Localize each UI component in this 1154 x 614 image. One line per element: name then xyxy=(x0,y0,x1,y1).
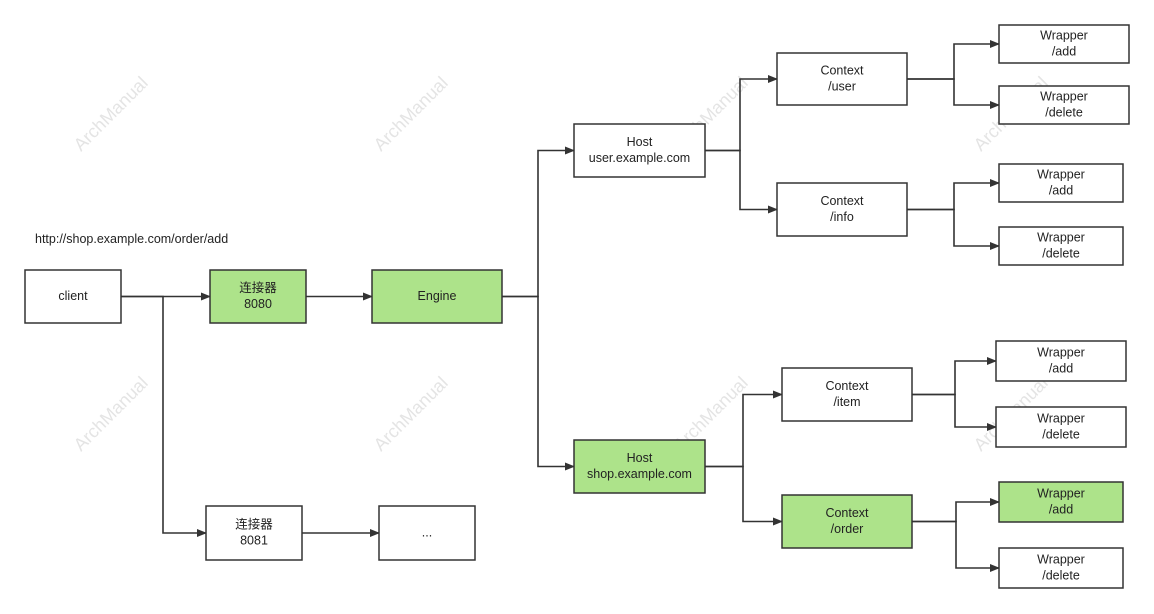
node-label-line: 连接器 xyxy=(239,280,277,295)
node-w-item-delete: Wrapper/delete xyxy=(995,406,1127,448)
node-label-line: /delete xyxy=(1042,246,1080,260)
node-box xyxy=(998,85,1130,125)
node-box xyxy=(995,406,1127,448)
node-box xyxy=(998,547,1124,589)
node-box xyxy=(776,52,908,106)
node-label-line: /order xyxy=(831,522,864,536)
node-w-item-add: Wrapper/add xyxy=(995,340,1127,382)
node-label-line: Wrapper xyxy=(1037,486,1085,500)
node-label-line: /info xyxy=(830,210,854,224)
node-w-order-delete: Wrapper/delete xyxy=(998,547,1124,589)
node-host-shop: Host shop.example.com xyxy=(573,439,706,494)
node-label-line: /delete xyxy=(1042,427,1080,441)
edge-ctx-info-to-w-info-add xyxy=(907,179,1000,211)
node-box xyxy=(24,269,122,324)
node-box xyxy=(781,494,913,549)
node-label-line: Context xyxy=(825,379,869,393)
node-box xyxy=(371,269,503,324)
node-label-line: Host xyxy=(627,135,653,149)
edge-ctx-user-to-w-user-delete xyxy=(907,78,1000,109)
edge-engine-to-host-user xyxy=(502,146,575,298)
node-label-line: ... xyxy=(422,525,432,539)
node-ellipsis: ... xyxy=(378,505,476,561)
node-client: client xyxy=(24,269,122,324)
node-box xyxy=(995,340,1127,382)
node-label-line: /user xyxy=(828,79,856,93)
node-ctx-order: Context/order xyxy=(781,494,913,549)
node-label-line: user.example.com xyxy=(589,151,690,165)
edges-layer xyxy=(121,40,1000,572)
node-w-order-add: Wrapper/add xyxy=(998,481,1124,523)
request-url-label: http://shop.example.com/order/add xyxy=(35,232,228,246)
node-box xyxy=(378,505,476,561)
node-w-user-add: Wrapper/add xyxy=(998,24,1130,64)
node-box xyxy=(998,24,1130,64)
edge-ctx-user-to-w-user-add xyxy=(907,40,1000,80)
node-box xyxy=(998,481,1124,523)
node-label-line: 8081 xyxy=(240,533,268,547)
edge-ctx-order-to-w-order-add xyxy=(912,498,1000,523)
node-host-user: Host user.example.com xyxy=(573,123,706,178)
node-label-line: Wrapper xyxy=(1037,411,1085,425)
watermark-text: ArchManual xyxy=(370,73,452,155)
node-label-line: shop.example.com xyxy=(587,467,692,481)
node-w-info-add: Wrapper/add xyxy=(998,163,1124,203)
node-label-line: Wrapper xyxy=(1037,552,1085,566)
node-box xyxy=(573,123,706,178)
node-box xyxy=(998,163,1124,203)
node-label-line: Context xyxy=(825,506,869,520)
watermark-text: ArchManual xyxy=(370,373,452,455)
node-ctx-item: Context/item xyxy=(781,367,913,422)
edge-ctx-item-to-w-item-add xyxy=(912,357,997,396)
node-label-line: /item xyxy=(833,395,860,409)
node-label-line: /delete xyxy=(1045,105,1083,119)
node-label-line: Wrapper xyxy=(1037,345,1085,359)
edge-ctx-item-to-w-item-delete xyxy=(912,393,997,431)
node-label-line: client xyxy=(58,289,88,303)
node-ctx-user: Context/user xyxy=(776,52,908,106)
node-label-line: /add xyxy=(1049,502,1073,516)
node-box xyxy=(573,439,706,494)
node-w-user-delete: Wrapper/delete xyxy=(998,85,1130,125)
watermark-text: ArchManual xyxy=(70,73,152,155)
node-w-info-delete: Wrapper/delete xyxy=(998,226,1124,266)
node-label-line: Wrapper xyxy=(1040,28,1088,42)
watermark-text: ArchManual xyxy=(70,373,152,455)
node-label-line: 8080 xyxy=(244,297,272,311)
node-box xyxy=(776,182,908,237)
node-box xyxy=(781,367,913,422)
edge-ctx-info-to-w-info-delete xyxy=(907,208,1000,250)
node-box xyxy=(998,226,1124,266)
node-label-line: Wrapper xyxy=(1040,89,1088,103)
edge-engine-to-host-shop xyxy=(502,295,575,471)
node-label-line: Engine xyxy=(418,289,457,303)
node-label-line: /delete xyxy=(1042,568,1080,582)
node-label-line: /add xyxy=(1049,361,1073,375)
node-label-line: Context xyxy=(820,63,864,77)
node-box xyxy=(205,505,303,561)
node-ctx-info: Context/info xyxy=(776,182,908,237)
edge-client-to-conn8081 xyxy=(121,295,207,537)
node-label-line: Host xyxy=(627,451,653,465)
nodes-layer: client连接器8080EngineHostuser.example.comH… xyxy=(24,24,1130,589)
node-label-line: /add xyxy=(1052,44,1076,58)
node-label-line: 连接器 xyxy=(235,516,273,531)
edge-ctx-order-to-w-order-delete xyxy=(912,520,1000,572)
node-label-line: Wrapper xyxy=(1037,230,1085,244)
node-conn8081: 连接器 8081 xyxy=(205,505,303,561)
node-engine: Engine xyxy=(371,269,503,324)
edge-host-shop-to-ctx-order xyxy=(705,465,783,526)
node-conn8080: 连接器 8080 xyxy=(209,269,307,324)
node-label-line: Wrapper xyxy=(1037,167,1085,181)
node-label-line: Context xyxy=(820,194,864,208)
node-label-line: /add xyxy=(1049,183,1073,197)
node-box xyxy=(209,269,307,324)
edge-host-user-to-ctx-info xyxy=(705,149,778,214)
